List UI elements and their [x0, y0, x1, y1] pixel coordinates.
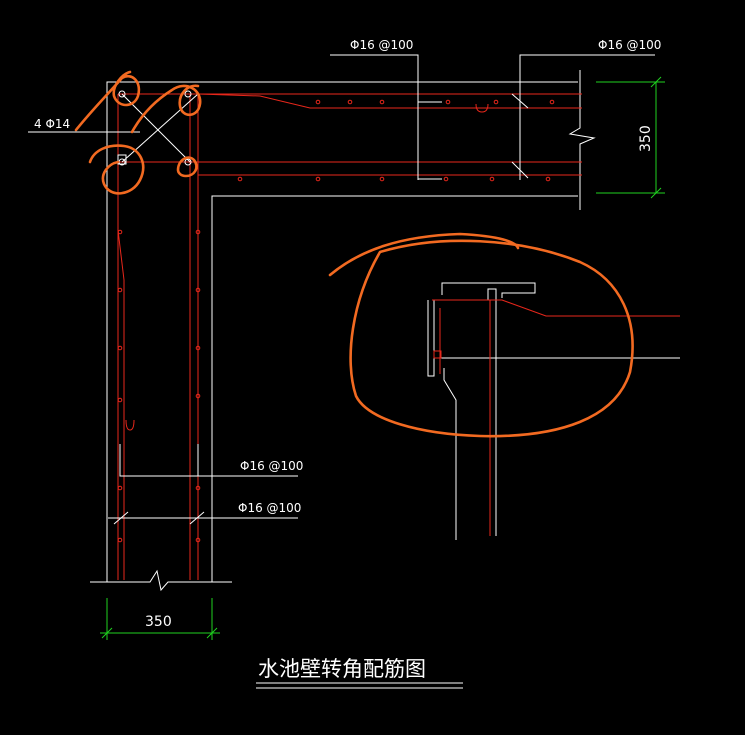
drawing-title: 水池壁转角配筋图: [258, 657, 426, 681]
dimension-text-vertical-wall: 350: [145, 614, 172, 630]
rebar-label-side-lower: Φ16 @100: [238, 501, 301, 515]
leader-lines: [28, 54, 655, 525]
markup-circles: [74, 70, 634, 438]
rebar-label-side-upper: Φ16 @100: [240, 459, 303, 473]
dimension-vertical-350: [596, 76, 665, 199]
distribution-bar-dots: [117, 99, 555, 543]
rebar-label-top-left: Φ16 @100: [350, 38, 413, 52]
vertical-rebar: [117, 94, 199, 580]
rebar-label-top-right: Φ16 @100: [598, 38, 661, 52]
corner-bars-label: 4 Φ14: [34, 117, 70, 131]
dimension-text-horizontal-wall: 350: [638, 125, 654, 152]
wall-outline: [90, 70, 596, 592]
detail-sketch: [427, 282, 680, 540]
dimension-horizontal-350: [100, 598, 220, 640]
